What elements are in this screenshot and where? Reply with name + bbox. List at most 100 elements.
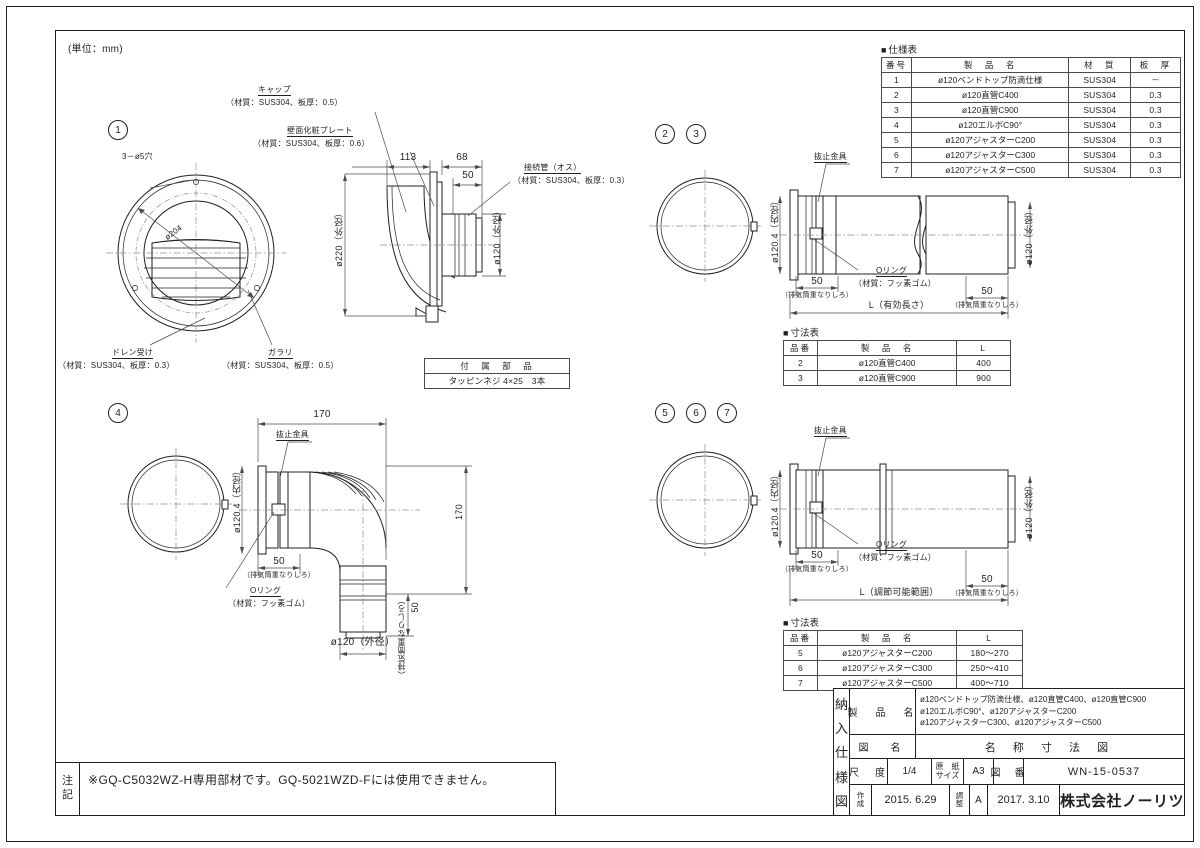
paper-size-label-1: 原 紙	[935, 761, 960, 771]
spec-table-title: 仕様表	[881, 42, 917, 56]
spec-table-cell: 6	[881, 147, 912, 163]
dim-table-567-cell: 6	[783, 660, 818, 676]
dim-od120-567: ø120（外径）	[1024, 480, 1034, 539]
spec-table-cell: SUS304	[1068, 72, 1132, 88]
dim-table-23-cell: 900	[956, 370, 1011, 386]
spec-table-cell: 7	[881, 162, 912, 178]
dim-overlap-note-567: （排気筒重なりしろ）	[781, 566, 853, 573]
drawing-name-label: 図 名	[850, 735, 916, 758]
dim-table-23-title: 寸法表	[783, 325, 819, 339]
dim-table-567-cell: 180～270	[956, 645, 1023, 661]
dim567-th-1: 製 品 名	[816, 630, 958, 646]
created-date: 2015. 6.29	[872, 785, 950, 815]
spec-table-cell: ø120アジャスターC300	[910, 147, 1070, 163]
dim-table-567-cell: 7	[783, 675, 818, 691]
label-holes: 3－ø5穴	[122, 152, 153, 161]
spec-table-cell: SUS304	[1068, 87, 1132, 103]
dim-table-567-cell: ø120アジャスターC300	[816, 660, 958, 676]
spec-table-cell: 0.3	[1130, 102, 1181, 118]
drawing-number-label: 図 番	[990, 759, 1024, 784]
spec-table-cell: SUS304	[1068, 147, 1132, 163]
label-plate-name: 壁面化粧プレート	[287, 126, 353, 138]
note-block: 注 記 ※GQ-C5032WZ-H専用部材です。GQ-5021WZD-Fには使用…	[56, 762, 556, 815]
dim-table-23-cell: ø120直管C400	[816, 355, 958, 371]
spec-table-cell: ø120直管C900	[910, 102, 1070, 118]
spec-table-cell: ø120アジャスターC500	[910, 162, 1070, 178]
spec-table-cell: 0.3	[1130, 132, 1181, 148]
balloon-6: 6	[686, 403, 706, 423]
accessory-row: タッピンネジ 4×25 3本	[424, 373, 570, 389]
product-line-0: ø120ベンドトップ防滴仕様、ø120直管C400、ø120直管C900	[919, 694, 1147, 704]
dim-table-23-cell: 2	[783, 355, 818, 371]
accessory-parts-table: 付 属 部 品 タッピンネジ 4×25 3本	[424, 358, 570, 389]
label-connector-name: 接続管（オス）	[524, 163, 582, 175]
spec-table-cell: －	[1130, 72, 1181, 88]
company-name: 株式会社ノーリツ	[1059, 792, 1184, 810]
dim-od120-4: ø120（外径）	[330, 637, 396, 648]
label-cap-name: キャップ	[258, 85, 291, 97]
note-text: ※GQ-C5032WZ-H専用部材です。GQ-5021WZD-Fには使用できませ…	[88, 773, 495, 787]
dim-table-567-cell: 5	[783, 645, 818, 661]
label-louver-name: ガラリ	[268, 348, 293, 360]
drawing-name-value: 名 称 寸 法 図	[984, 741, 1116, 754]
spec-table-cell: 4	[881, 117, 912, 133]
spec-table-cell: SUS304	[1068, 102, 1132, 118]
unit-note: (単位：mm)	[68, 44, 123, 55]
scale-label: 尺 度	[849, 759, 888, 784]
paper-size-label: 原 紙 サイズ	[932, 759, 964, 784]
label-connector-material: （材質：SUS304、板厚：0.3）	[513, 176, 630, 185]
spec-table-cell: 3	[881, 102, 912, 118]
label-cap-material: （材質：SUS304、板厚：0.5）	[226, 98, 343, 107]
label-oring-4: Oリング	[250, 586, 282, 598]
dim23-th-1: 製 品 名	[816, 340, 958, 356]
scale-value: 1/4	[888, 759, 932, 784]
dim-50: 50	[462, 170, 474, 181]
revised-label: 調 整	[950, 785, 970, 815]
dim-68: 68	[456, 152, 468, 163]
balloon-4: 4	[108, 403, 128, 423]
label-drain-material: （材質：SUS304、板厚：0.3）	[58, 361, 175, 370]
dim-length-567: L（調節可能範囲）	[859, 587, 939, 597]
spec-table-cell: ø120アジャスターC200	[910, 132, 1070, 148]
dim-overlap-note2-567: （排気筒重なりしろ）	[951, 590, 1023, 597]
label-plate-material: （材質：SUS304、板厚：0.6）	[253, 139, 370, 148]
spec-table-cell: 0.3	[1130, 147, 1181, 163]
created-label: 作 成	[850, 785, 872, 815]
spine-char-2: 仕	[834, 745, 848, 761]
title-block-spine: 納 入 仕 様 図	[834, 689, 850, 815]
revision-letter: A	[970, 785, 988, 815]
dim-170-horizontal: 170	[313, 409, 331, 420]
balloon-1: 1	[108, 120, 128, 140]
balloon-3: 3	[686, 124, 706, 144]
spine-char-1: 入	[834, 721, 848, 737]
dim-overlap-note-4: （排気筒重なりしろ）	[243, 572, 315, 579]
sheet-border-inner	[55, 30, 1185, 816]
dim-overlap-567: 50	[811, 550, 823, 561]
dim-table-567-cell: ø120アジャスターC200	[816, 645, 958, 661]
spec-table-cell: ø120エルボC90°	[910, 117, 1070, 133]
spec-table-header-row: 番号 製 品 名 材 質 板 厚	[881, 57, 1181, 73]
created-label-1: 作	[856, 791, 865, 801]
spec-th-3: 板 厚	[1130, 57, 1181, 73]
dim-table-23-cell: 400	[956, 355, 1011, 371]
dim-table-23-cell: 3	[783, 370, 818, 386]
dim-overlap-note-23: （排気筒重なりしろ）	[781, 292, 853, 299]
spec-table-cell: ø120直管C400	[910, 87, 1070, 103]
product-line-1: ø120エルボC90°、ø120アジャスターC200	[919, 706, 1077, 716]
title-block: 納 入 仕 様 図 製 品 名 ø120ベンドトップ防滴仕様、ø120直管C40…	[833, 688, 1185, 816]
label-retainer-567: 抜止金具	[814, 426, 847, 438]
spec-table-cell: 5	[881, 132, 912, 148]
spec-table-cell: 0.3	[1130, 117, 1181, 133]
paper-size-value: A3	[964, 759, 994, 784]
